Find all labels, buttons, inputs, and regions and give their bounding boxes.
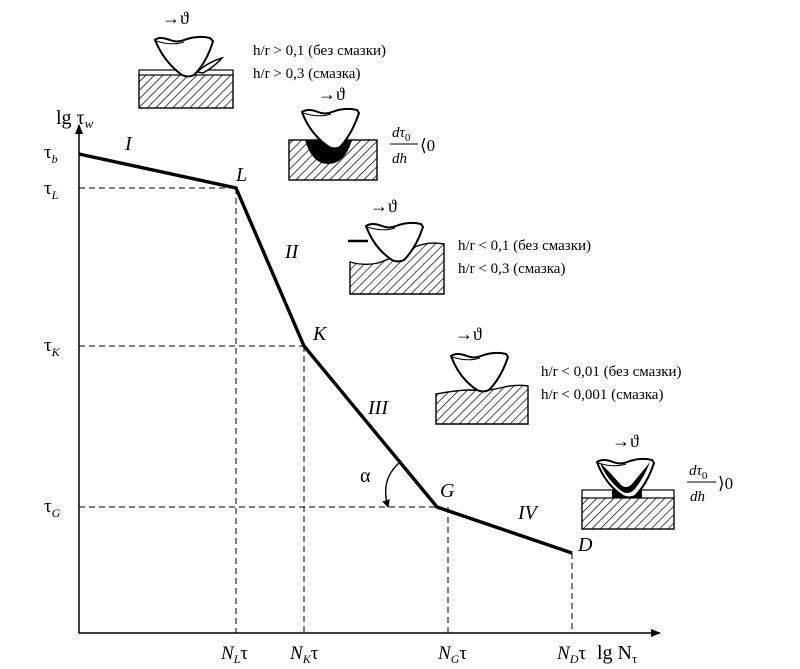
y-axis-label: lg τw [56, 107, 94, 131]
tick-tau-k: τK [44, 335, 61, 359]
inset-scheme-2: →ϑ [288, 84, 378, 181]
condition-1-line-2: h/r > 0,3 (смазка) [253, 66, 360, 82]
angle-arc [382, 462, 400, 508]
condition-4-line-2: h/r < 0,001 (смазка) [541, 387, 663, 403]
motion-arrow-3: →ϑ [370, 196, 397, 216]
condition-5-derivative: dτ0 dh ⟩0 [687, 463, 733, 505]
inset-scheme-1: →ϑ [138, 8, 234, 109]
motion-arrow-5: →ϑ [612, 431, 639, 451]
region-i: I [124, 133, 133, 155]
x-axis-label: lg Nτ [597, 642, 637, 666]
svg-text:dτ0: dτ0 [689, 463, 708, 482]
tick-tau-g: τG [44, 496, 61, 520]
tick-tau-b: τb [44, 142, 58, 166]
region-iii: III [367, 397, 389, 419]
point-k: K [312, 323, 328, 345]
condition-2-derivative: dτ0 dh ⟨0 [390, 125, 435, 167]
tick-n-k: NKτ [289, 643, 319, 666]
svg-text:dh: dh [392, 151, 407, 167]
svg-text:dh: dh [690, 489, 705, 505]
condition-1-line-1: h/r > 0,1 (без смазки) [253, 43, 386, 59]
motion-arrow-2: →ϑ [318, 84, 345, 104]
tick-n-d: NDτ [556, 643, 586, 666]
point-g: G [440, 480, 455, 502]
inset-scheme-5: →ϑ [581, 431, 675, 530]
svg-text:⟨0: ⟨0 [420, 136, 435, 155]
fatigue-curve [78, 152, 573, 555]
motion-arrow-1: →ϑ [162, 8, 189, 28]
condition-3-line-1: h/r < 0,1 (без смазки) [458, 238, 591, 254]
svg-text:⟩0: ⟩0 [718, 474, 733, 493]
motion-arrow-4: →ϑ [455, 324, 482, 344]
condition-4-line-1: h/r < 0,01 (без смазки) [541, 364, 682, 380]
point-l: L [235, 164, 247, 186]
inset-scheme-4: →ϑ [435, 324, 529, 425]
tick-n-l: NLτ [220, 643, 248, 666]
region-ii: II [284, 241, 300, 263]
tick-n-g: NGτ [437, 643, 467, 666]
region-iv: IV [517, 502, 540, 524]
angle-alpha: α [360, 465, 371, 487]
point-d: D [577, 534, 593, 556]
inset-scheme-3: →ϑ [348, 196, 445, 295]
tick-tau-l: τL [44, 178, 59, 202]
condition-3-line-2: h/r < 0,3 (смазка) [458, 261, 565, 277]
svg-text:dτ0: dτ0 [392, 125, 411, 144]
